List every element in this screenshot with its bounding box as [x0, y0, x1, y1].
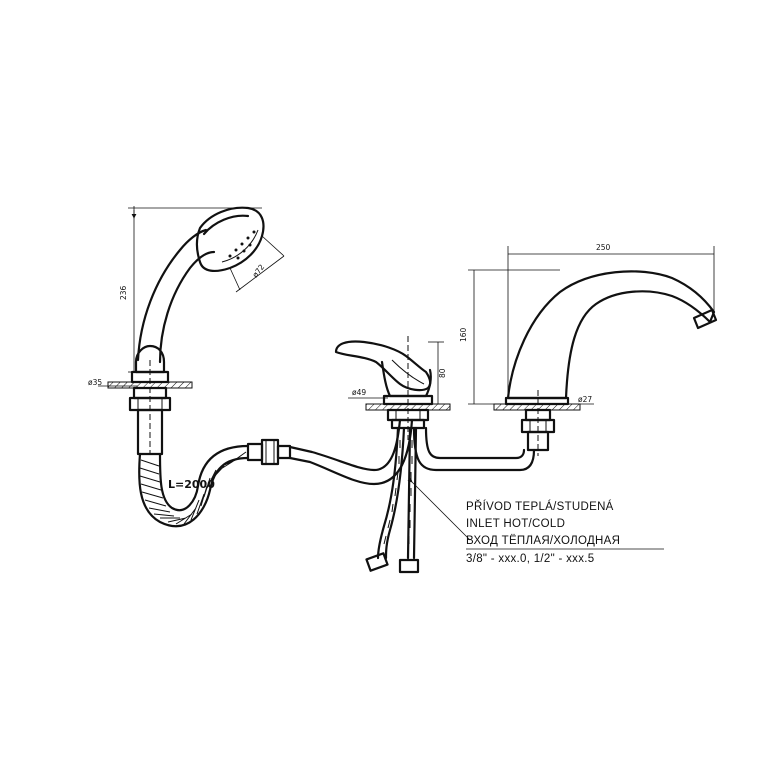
shower-height-label: 236	[119, 285, 128, 300]
mixer-hole-diameter-label: ø49	[352, 388, 366, 397]
hose-braid	[139, 451, 247, 525]
spout-hole-diameter-label: ø27	[578, 395, 592, 404]
inlet-note: PŘÍVOD TEPLÁ/STUDENÁ INLET HOT/COLD ВХОД…	[466, 500, 664, 565]
inlet-note-line1: PŘÍVOD TEPLÁ/STUDENÁ	[466, 500, 614, 513]
inlet-note-line3: ВХОД ТЁПЛАЯ/ХОЛОДНАЯ	[466, 535, 620, 547]
shower-head-diameter-label: ø72	[250, 262, 266, 279]
braided-hose	[138, 438, 292, 528]
supply-hoses	[365, 426, 420, 574]
shower-face	[221, 229, 259, 263]
spout-pipe	[412, 426, 536, 472]
dimension-lines	[98, 206, 715, 541]
spout-width-label: 250	[596, 243, 611, 252]
shower-handle	[136, 228, 216, 364]
mixer-height-label: 80	[438, 368, 447, 378]
spout-height-label: 160	[459, 327, 468, 342]
shower-holder	[134, 344, 166, 374]
spout-body	[506, 270, 716, 400]
hose-length-label: L=2000	[168, 478, 215, 491]
spray-dots	[228, 230, 256, 260]
hand-shower	[107, 206, 265, 456]
bath-spout	[493, 270, 718, 456]
inlet-note-line4: 3/8" - xxx.0, 1/2" - xxx.5	[466, 553, 594, 565]
shower-hole-diameter-label: ø35	[88, 378, 102, 387]
inlet-note-line2: INLET HOT/COLD	[466, 518, 565, 530]
mixer-valve	[334, 336, 451, 440]
